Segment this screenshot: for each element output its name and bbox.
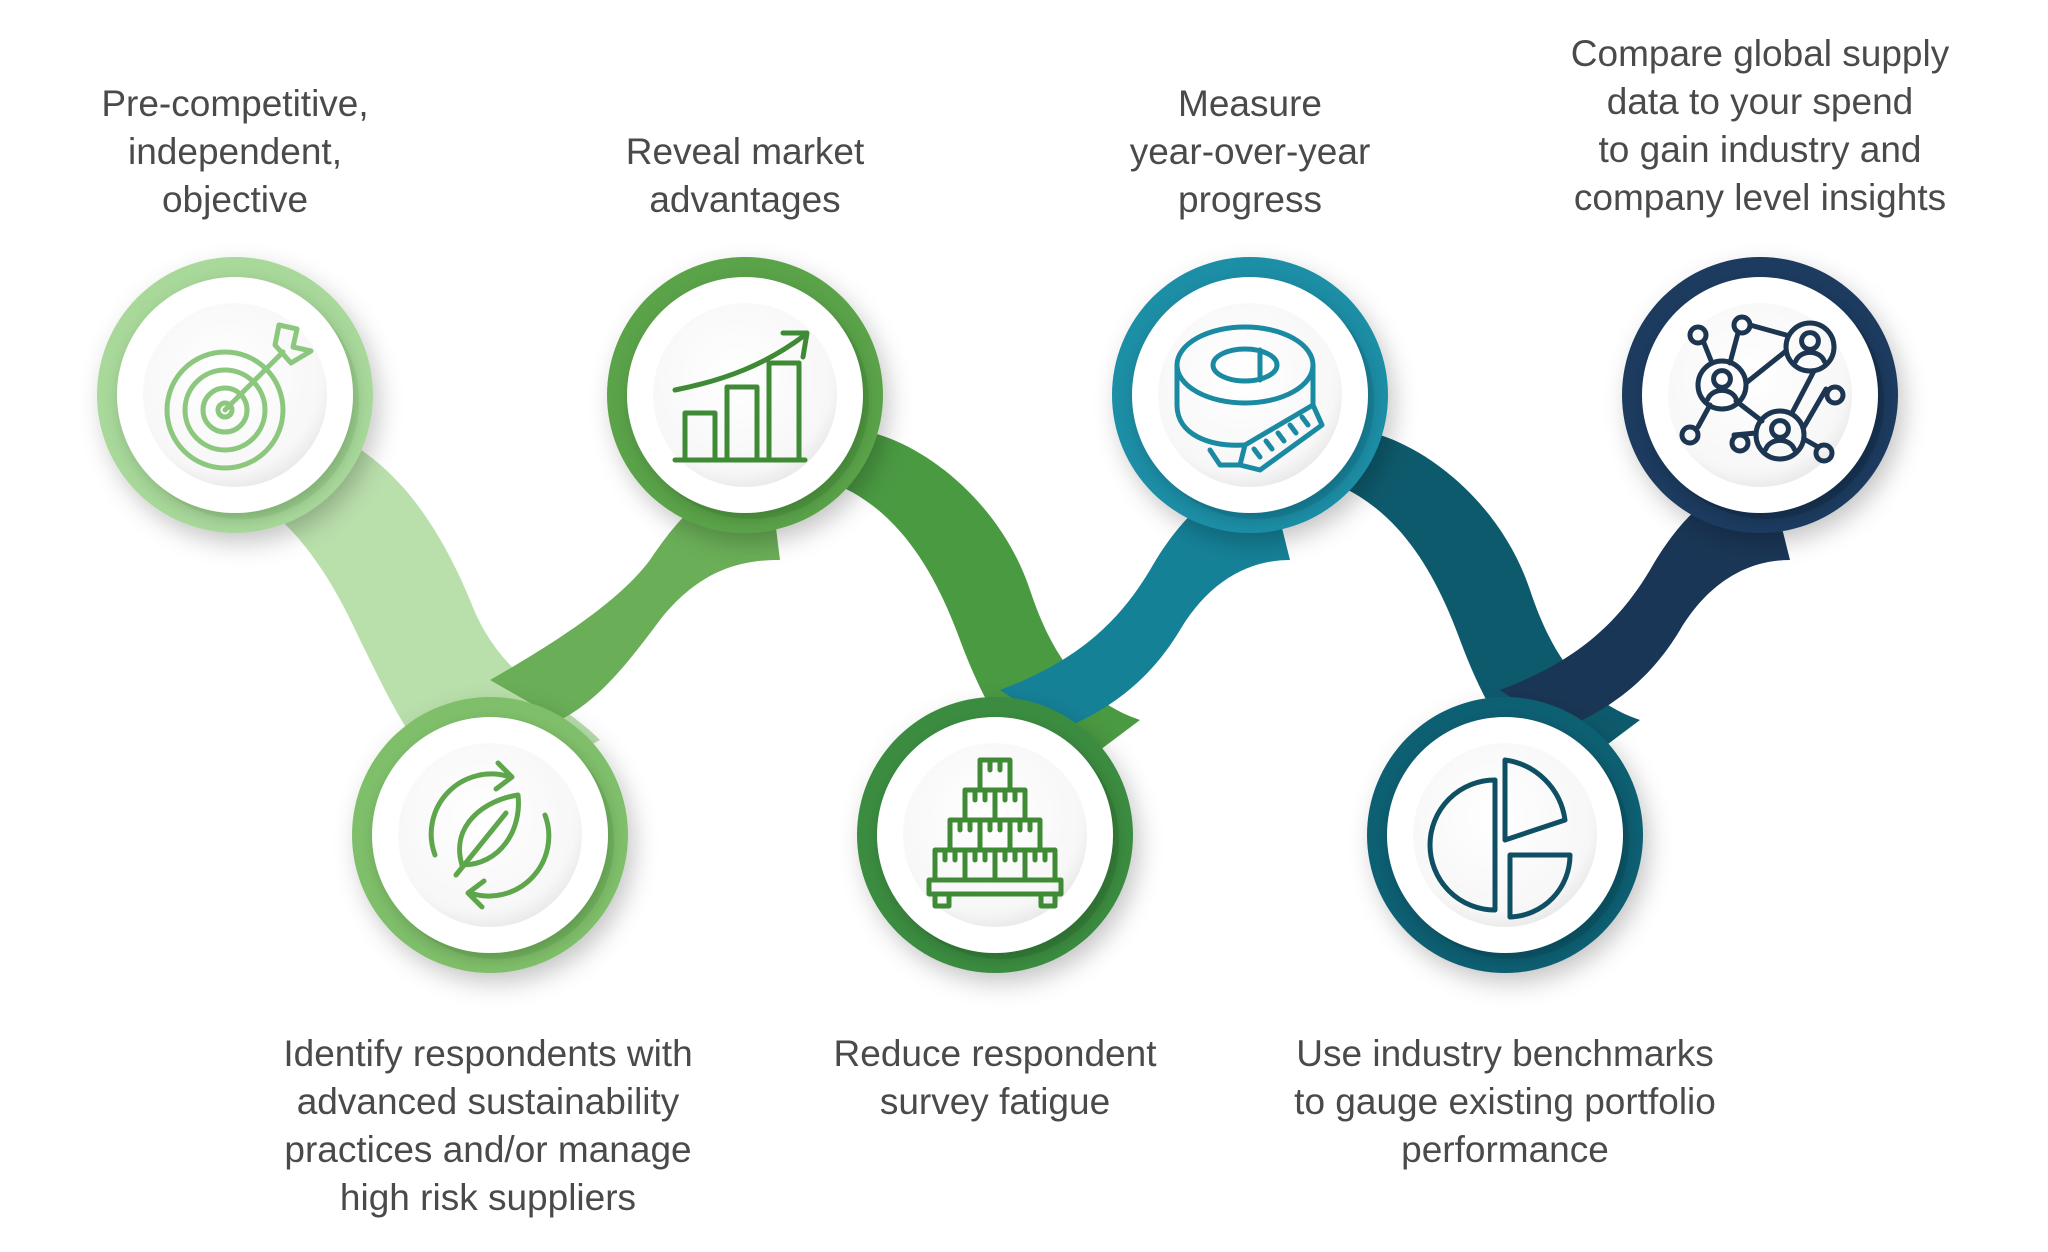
- connector-2-3: [490, 480, 780, 720]
- step-label-line: objective: [161, 179, 309, 220]
- step-node-1: [97, 257, 373, 533]
- step-label-7: Compare global supply data to your spend t…: [1571, 30, 1949, 222]
- step-node-7: [1622, 257, 1898, 533]
- step-label-5: Measure year-over-year progress: [1130, 80, 1371, 224]
- step-label-2: Identify respondents with advanced sustai…: [283, 1030, 692, 1222]
- step-label-6: Use industry benchmarks to gauge existing…: [1294, 1030, 1716, 1174]
- connector-6-7: [1500, 480, 1790, 730]
- step-label-line: year-over-year: [1129, 131, 1371, 172]
- step-label-line: Pre-competitive,: [101, 83, 369, 124]
- step-label-line: survey fatigue: [879, 1081, 1111, 1122]
- step-label-line: advanced sustainability: [296, 1081, 680, 1122]
- step-label-line: Use industry benchmarks: [1296, 1033, 1714, 1074]
- measuring-tape-icon: [1174, 324, 1325, 473]
- step-label-4: Reduce respondent survey fatigue: [834, 1030, 1157, 1126]
- target-icon: [164, 322, 314, 471]
- step-label-3: Reveal market advantages: [626, 128, 865, 224]
- node-face: [653, 303, 837, 487]
- step-label-line: progress: [1178, 179, 1322, 220]
- step-label-line: Measure: [1178, 83, 1322, 124]
- node-face: [903, 743, 1087, 927]
- box-pallet-icon: [926, 757, 1064, 909]
- step-label-line: Reduce respondent: [833, 1033, 1157, 1074]
- step-label-line: performance: [1401, 1129, 1609, 1170]
- step-node-3: [607, 257, 883, 533]
- connector-4-5: [1000, 480, 1290, 730]
- step-label-line: high risk suppliers: [339, 1177, 637, 1218]
- step-label-line: to gain industry and: [1598, 129, 1922, 170]
- step-label-line: data to your spend: [1606, 81, 1914, 122]
- step-node-4: [857, 697, 1133, 973]
- step-label-line: practices and/or manage: [284, 1129, 692, 1170]
- step-label-line: to gauge existing portfolio: [1294, 1081, 1716, 1122]
- step-label-line: Identify respondents with: [283, 1033, 693, 1074]
- step-label-line: Compare global supply: [1570, 33, 1950, 74]
- step-node-5: [1112, 257, 1388, 533]
- step-node-6: [1367, 697, 1643, 973]
- network-people-icon: [1679, 314, 1846, 464]
- growth-chart-icon: [672, 330, 810, 463]
- step-label-line: Reveal market: [625, 131, 865, 172]
- step-label-line: independent,: [128, 131, 342, 172]
- step-label-line: company level insights: [1573, 177, 1947, 218]
- recycle-leaf-icon: [428, 760, 552, 910]
- step-label-line: advantages: [649, 179, 841, 220]
- step-label-1: Pre-competitive, independent, objective: [101, 80, 368, 224]
- pie-chart-icon: [1427, 757, 1573, 920]
- step-node-2: [352, 697, 628, 973]
